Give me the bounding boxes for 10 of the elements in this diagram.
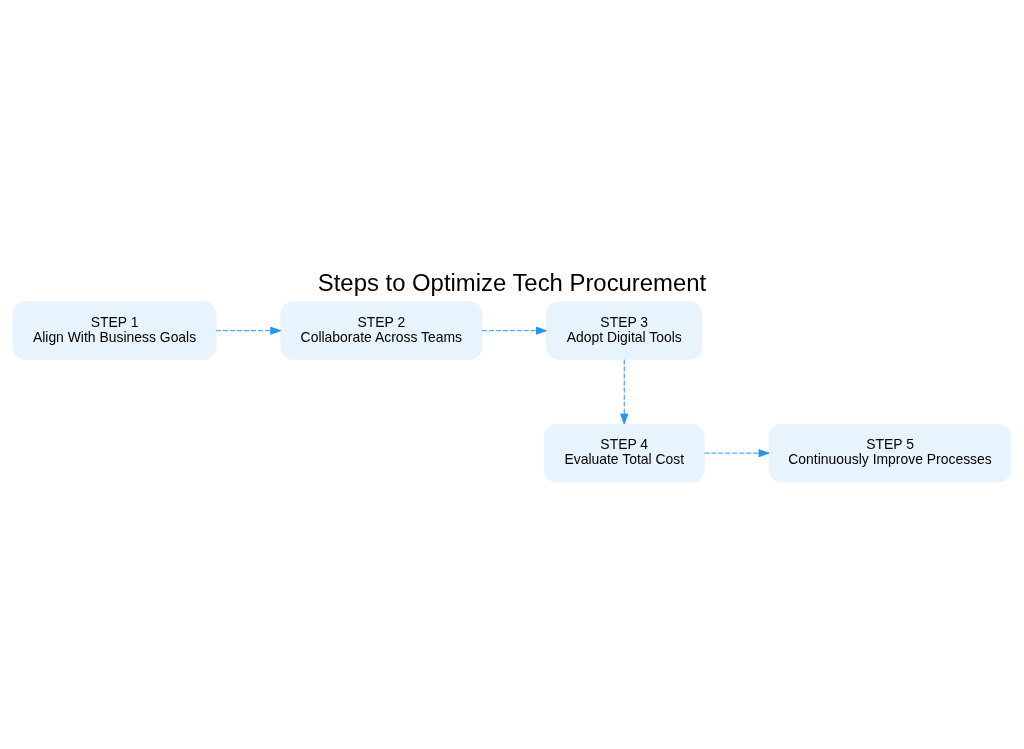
node-box: STEP 2 Collaborate Across Teams bbox=[280, 300, 483, 360]
arrow bbox=[215, 326, 282, 335]
diagram-title: Steps to Optimize Tech Procurement bbox=[317, 268, 707, 296]
arrow bbox=[481, 326, 547, 335]
arrow bbox=[620, 358, 629, 424]
arrow bbox=[703, 448, 770, 457]
node-box: STEP 3 Adopt Digital Tools bbox=[546, 300, 703, 360]
node-box: STEP 5 Continuously Improve Processes bbox=[768, 423, 1012, 482]
node-box: STEP 4 Evaluate Total Cost bbox=[543, 423, 705, 482]
node-box: STEP 1 Align With Business Goals bbox=[12, 300, 217, 360]
